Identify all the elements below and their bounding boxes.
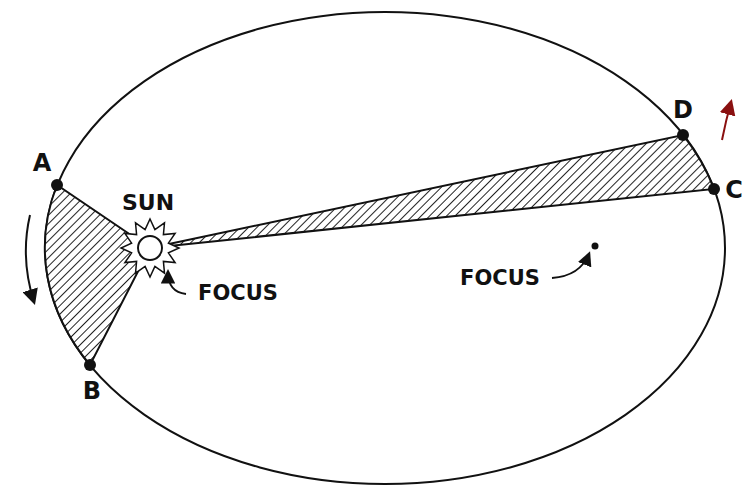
leader-arrow bbox=[552, 254, 589, 278]
leader-arrow bbox=[168, 272, 186, 294]
focus-label: FOCUS bbox=[198, 282, 278, 305]
position-dot bbox=[84, 359, 96, 371]
sun-disc bbox=[138, 236, 162, 260]
sun-rays bbox=[121, 219, 179, 277]
point-label: A bbox=[33, 150, 52, 176]
sun-label: SUN bbox=[122, 191, 174, 215]
point-label: D bbox=[673, 97, 693, 123]
point-label: C bbox=[725, 177, 743, 203]
focus-label: FOCUS bbox=[460, 267, 540, 290]
swept-area bbox=[150, 135, 714, 248]
position-dot bbox=[708, 183, 720, 195]
motion-arrow bbox=[26, 215, 34, 302]
motion-arrow bbox=[722, 102, 731, 140]
focus-dot bbox=[592, 243, 599, 250]
position-dot bbox=[677, 129, 689, 141]
orbit-ellipse bbox=[45, 12, 725, 484]
position-dot bbox=[51, 179, 63, 191]
point-label: B bbox=[83, 378, 101, 404]
